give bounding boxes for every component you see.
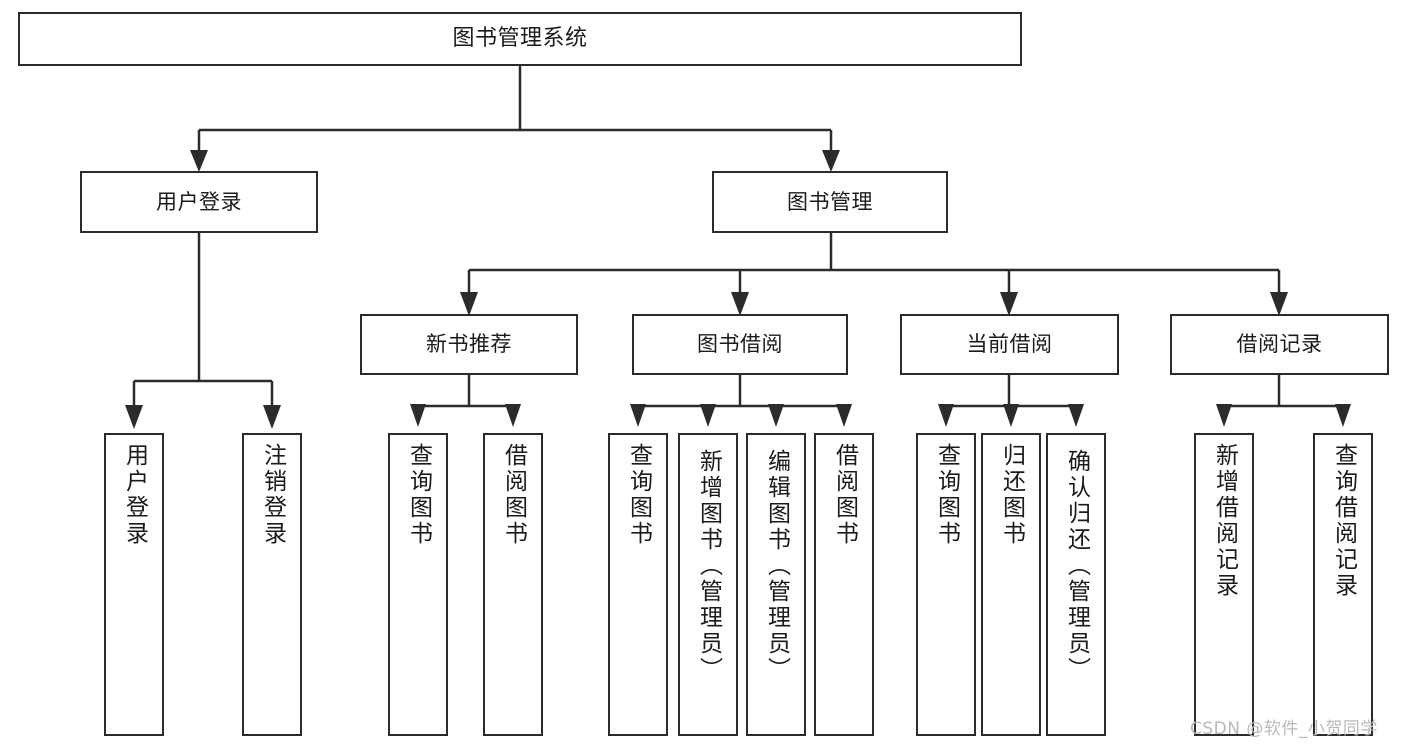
node-leaf-logout-login-label: 注销登录 <box>259 443 286 547</box>
node-leaf-return-book-label: 归还图书 <box>998 443 1025 547</box>
watermark: CSDN @软件_小贺同学 <box>1190 719 1378 739</box>
node-leaf-logout-login[interactable]: 注销登录 <box>242 433 302 736</box>
node-leaf-user-login-label: 用户登录 <box>121 443 148 547</box>
node-leaf-query-book-1[interactable]: 查询图书 <box>388 433 448 736</box>
node-leaf-return-book[interactable]: 归还图书 <box>981 433 1041 736</box>
node-leaf-add-book[interactable]: 新增图书（管理员） <box>678 433 738 736</box>
node-leaf-add-record[interactable]: 新增借阅记录 <box>1194 433 1254 736</box>
node-new-book-recommend-label: 新书推荐 <box>426 332 512 357</box>
node-leaf-query-book-3-label: 查询图书 <box>933 443 960 547</box>
node-book-manage-label: 图书管理 <box>787 189 873 214</box>
node-leaf-add-book-label: 新增图书（管理员） <box>695 449 722 683</box>
node-leaf-query-record[interactable]: 查询借阅记录 <box>1313 433 1373 736</box>
node-book-manage[interactable]: 图书管理 <box>712 171 948 233</box>
node-leaf-edit-book[interactable]: 编辑图书（管理员） <box>746 433 806 736</box>
node-leaf-query-record-label: 查询借阅记录 <box>1330 443 1357 599</box>
node-leaf-edit-book-label: 编辑图书（管理员） <box>763 449 790 683</box>
node-leaf-query-book-1-label: 查询图书 <box>405 443 432 547</box>
node-leaf-confirm-return-label: 确认归还（管理员） <box>1063 449 1090 683</box>
node-book-borrow-label: 图书借阅 <box>697 332 783 357</box>
node-leaf-borrow-book-1[interactable]: 借阅图书 <box>483 433 543 736</box>
node-user-login[interactable]: 用户登录 <box>80 171 318 233</box>
node-book-borrow[interactable]: 图书借阅 <box>632 314 848 375</box>
node-new-book-recommend[interactable]: 新书推荐 <box>360 314 578 375</box>
node-leaf-borrow-book-2-label: 借阅图书 <box>831 443 858 547</box>
node-leaf-query-book-3[interactable]: 查询图书 <box>916 433 976 736</box>
node-leaf-borrow-book-2[interactable]: 借阅图书 <box>814 433 874 736</box>
node-root[interactable]: 图书管理系统 <box>18 12 1022 66</box>
node-borrow-record[interactable]: 借阅记录 <box>1170 314 1389 375</box>
node-leaf-user-login[interactable]: 用户登录 <box>104 433 164 736</box>
node-leaf-borrow-book-1-label: 借阅图书 <box>500 443 527 547</box>
node-leaf-add-record-label: 新增借阅记录 <box>1211 443 1238 599</box>
node-leaf-query-book-2[interactable]: 查询图书 <box>608 433 668 736</box>
node-borrow-record-label: 借阅记录 <box>1236 332 1323 357</box>
node-root-label: 图书管理系统 <box>452 26 588 52</box>
node-current-borrow[interactable]: 当前借阅 <box>900 314 1119 375</box>
node-leaf-confirm-return[interactable]: 确认归还（管理员） <box>1046 433 1106 736</box>
node-current-borrow-label: 当前借阅 <box>966 332 1053 357</box>
node-leaf-query-book-2-label: 查询图书 <box>625 443 652 547</box>
node-user-login-label: 用户登录 <box>156 189 242 214</box>
